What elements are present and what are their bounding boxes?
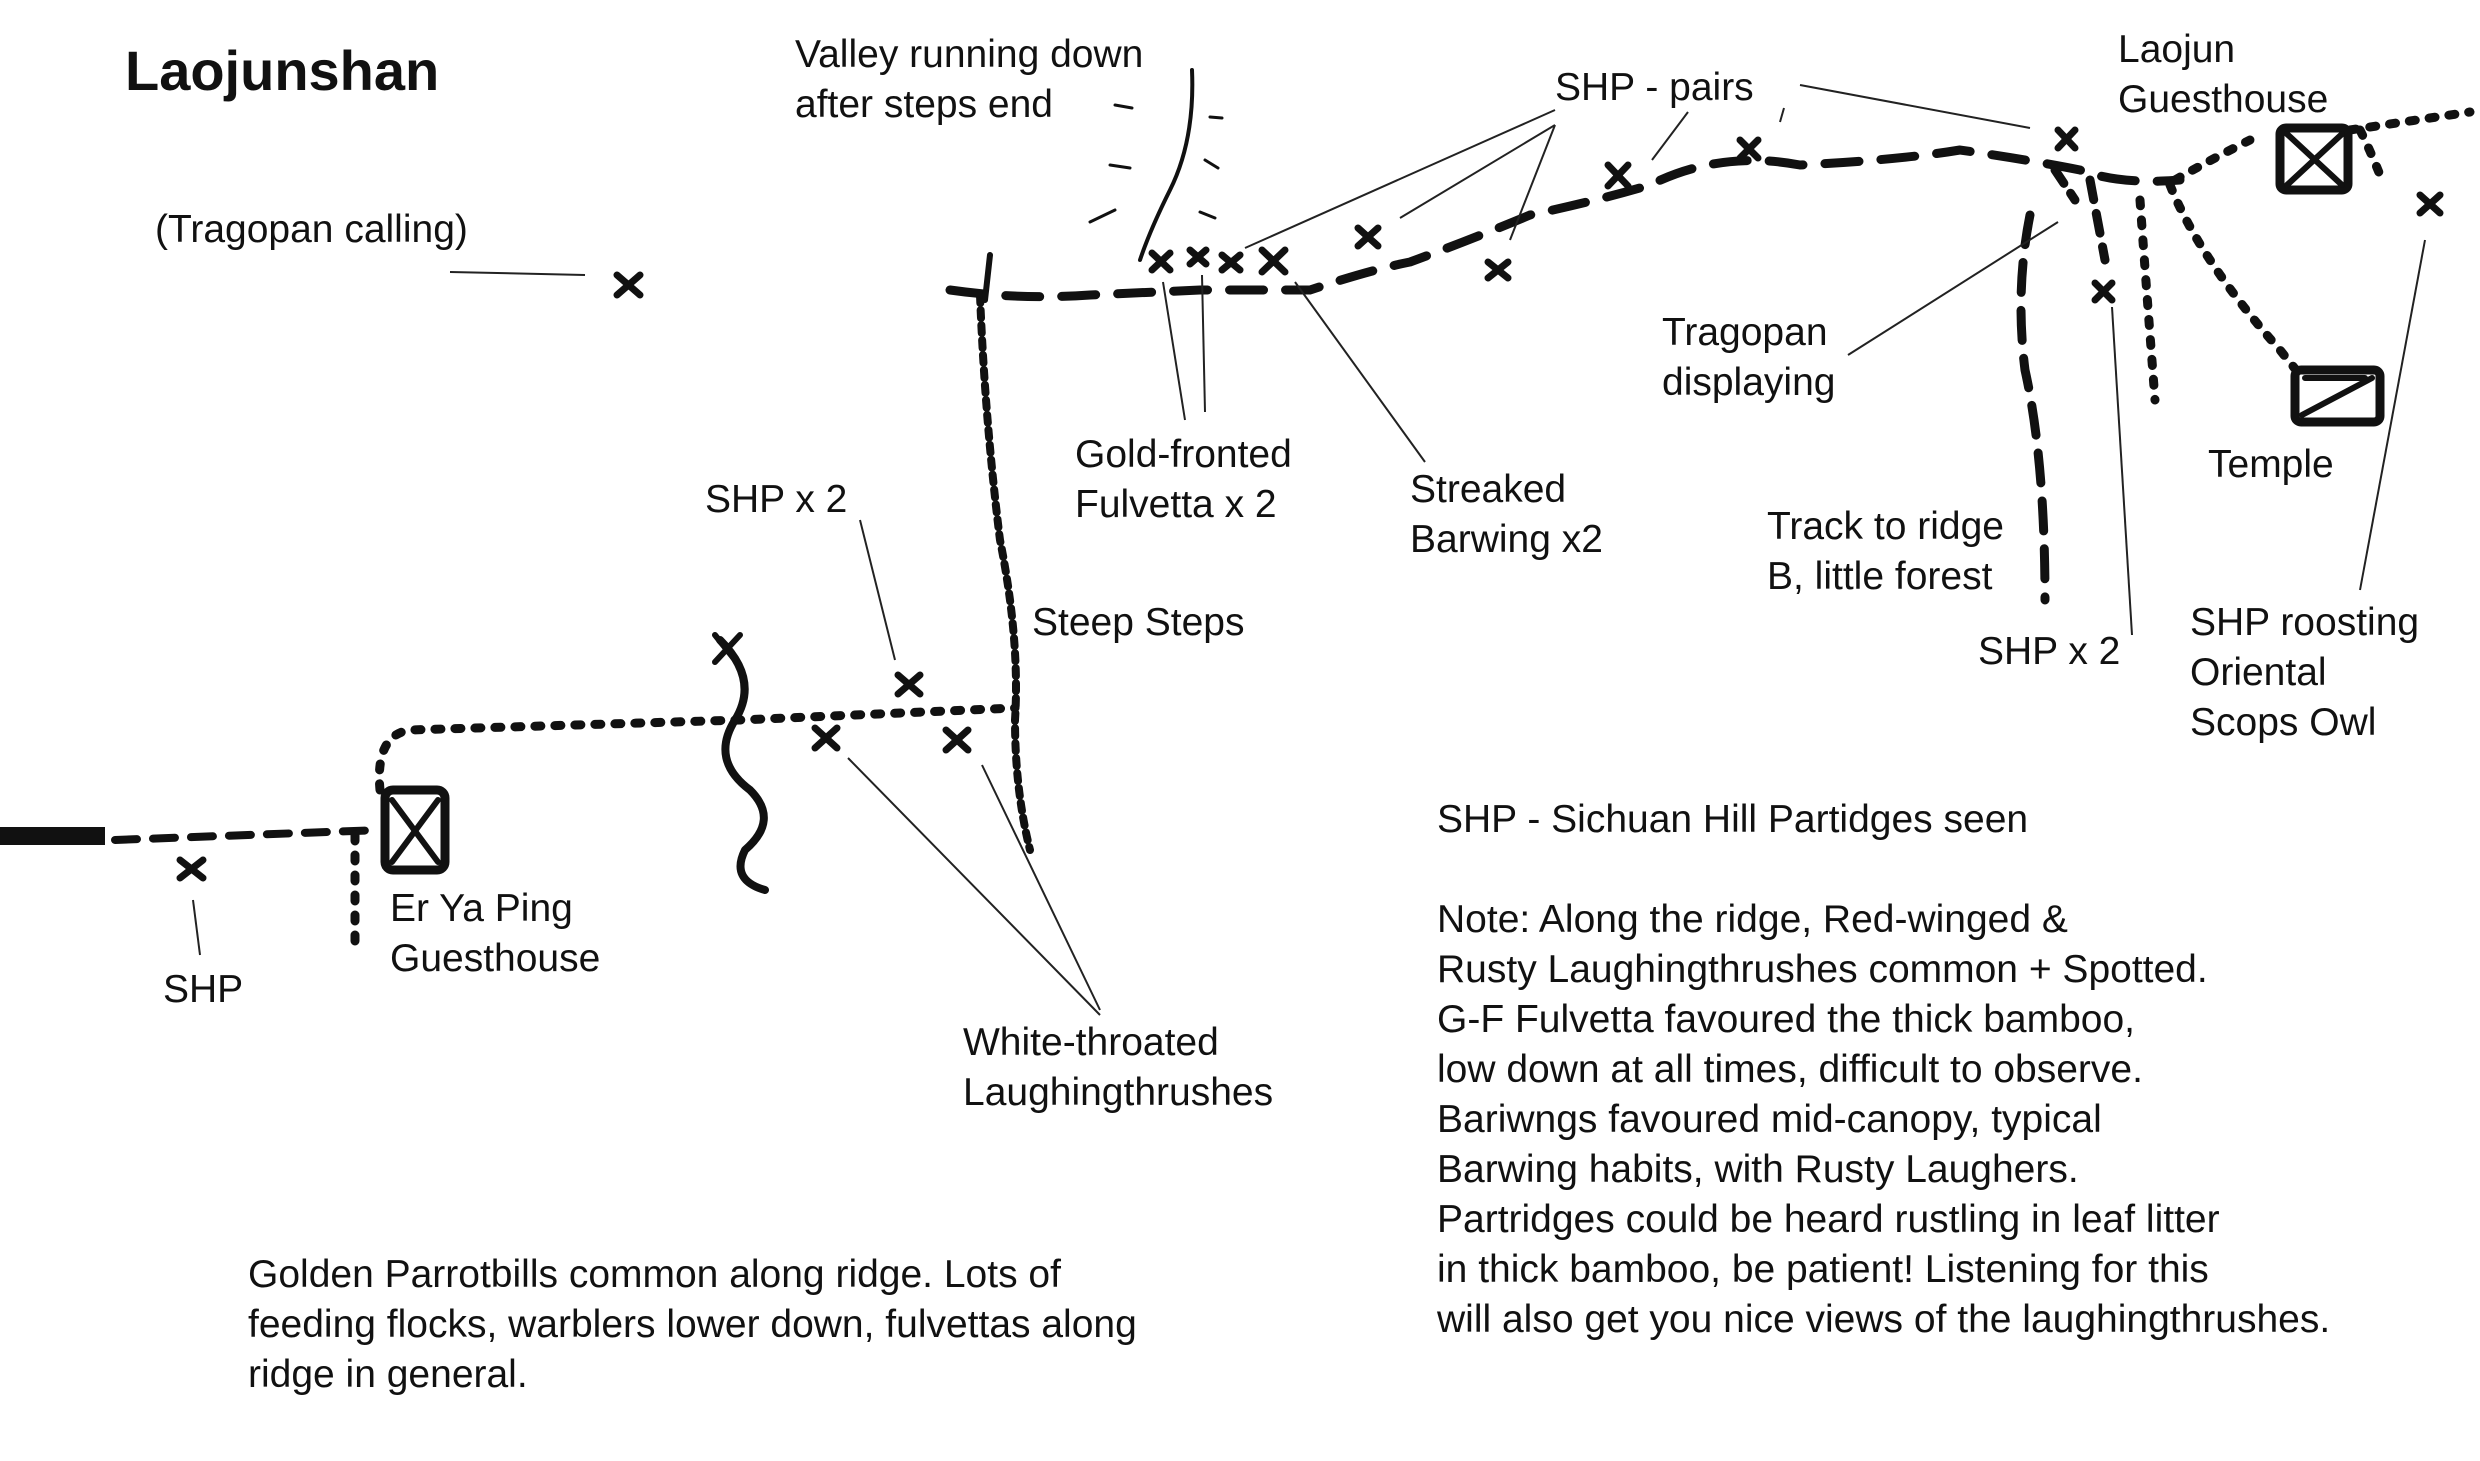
leader-lines — [192, 84, 2426, 1016]
x-mark-icon — [1186, 246, 1210, 268]
steps-top-tick — [982, 252, 993, 303]
steep-steps-path — [976, 291, 1034, 854]
trail-east — [2345, 107, 2475, 135]
valley-line — [1138, 68, 1195, 262]
x-mark-icon — [1736, 136, 1762, 162]
trail-lower-road — [111, 826, 384, 844]
temple-icon — [2290, 365, 2385, 427]
road-segment — [0, 827, 105, 845]
x-mark-icon — [2054, 126, 2079, 152]
label-white-throated: White-throated Laughingthrushes — [963, 1021, 1274, 1114]
footnote-text: Golden Parrotbills common along ridge. L… — [248, 1253, 1137, 1396]
note-text: Note: Along the ridge, Red-winged & Rust… — [1437, 898, 2331, 1341]
label-steep-steps: Steep Steps — [1032, 601, 1245, 644]
x-mark-icon — [176, 856, 207, 882]
label-shp-roosting: SHP roosting Oriental Scops Owl — [2190, 601, 2420, 744]
label-streaked-barwing: Streaked Barwing x2 — [1410, 468, 1603, 561]
x-mark-icon — [1258, 246, 1289, 276]
x-mark-icon — [1148, 249, 1174, 274]
stream-top-mark — [712, 632, 743, 665]
label-gold-fronted-fulvetta: Gold-fronted Fulvetta x 2 — [1075, 433, 1292, 526]
guesthouse-icon — [380, 785, 450, 875]
legend-text: SHP - Sichuan Hill Partidges seen — [1437, 798, 2029, 841]
label-shp: SHP — [163, 968, 244, 1011]
guesthouse-icon — [2275, 123, 2353, 195]
label-shp-x2-left: SHP x 2 — [705, 478, 848, 521]
x-mark-icon — [613, 271, 644, 299]
x-mark-icon — [1354, 224, 1382, 250]
label-er-ya-ping-guesthouse: Er Ya Ping Guesthouse — [390, 887, 601, 980]
trail-to-laojun — [2170, 135, 2255, 185]
track-to-ridge-b — [2016, 210, 2050, 605]
ridge-trail — [945, 145, 2185, 302]
x-mark-icon — [942, 726, 972, 754]
label-tragopan-displaying: Tragopan displaying — [1662, 311, 1836, 404]
map-title: Laojunshan — [125, 39, 440, 102]
label-temple: Temple — [2208, 443, 2334, 486]
label-tragopan-calling: (Tragopan calling) — [155, 208, 468, 251]
x-mark-icon — [1218, 251, 1244, 274]
x-mark-icon — [2416, 191, 2444, 217]
label-shp-x2-right: SHP x 2 — [1978, 630, 2121, 673]
trail-to-temple — [2165, 180, 2305, 380]
valley-hachures — [1088, 103, 1224, 224]
trail-junction-short — [2050, 165, 2080, 205]
stream-icon — [716, 636, 769, 894]
label-shp-pairs: SHP - pairs — [1555, 66, 1754, 109]
x-mark-icon — [1604, 161, 1632, 190]
trail-east-spur — [2355, 125, 2385, 180]
x-mark-icon — [2091, 279, 2116, 304]
trail-guesthouse-to-steps — [374, 703, 1020, 795]
trail-junction — [2085, 175, 2110, 265]
label-track-to-ridge: Track to ridge B, little forest — [1767, 505, 2004, 598]
x-mark-icon — [1484, 258, 1512, 282]
x-mark-icon — [894, 671, 924, 698]
x-mark-icon — [811, 724, 841, 752]
label-laojun-guesthouse: Laojun Guesthouse — [2118, 28, 2329, 121]
trail-south-spur — [2135, 195, 2160, 405]
label-valley: Valley running down after steps end — [795, 33, 1144, 126]
